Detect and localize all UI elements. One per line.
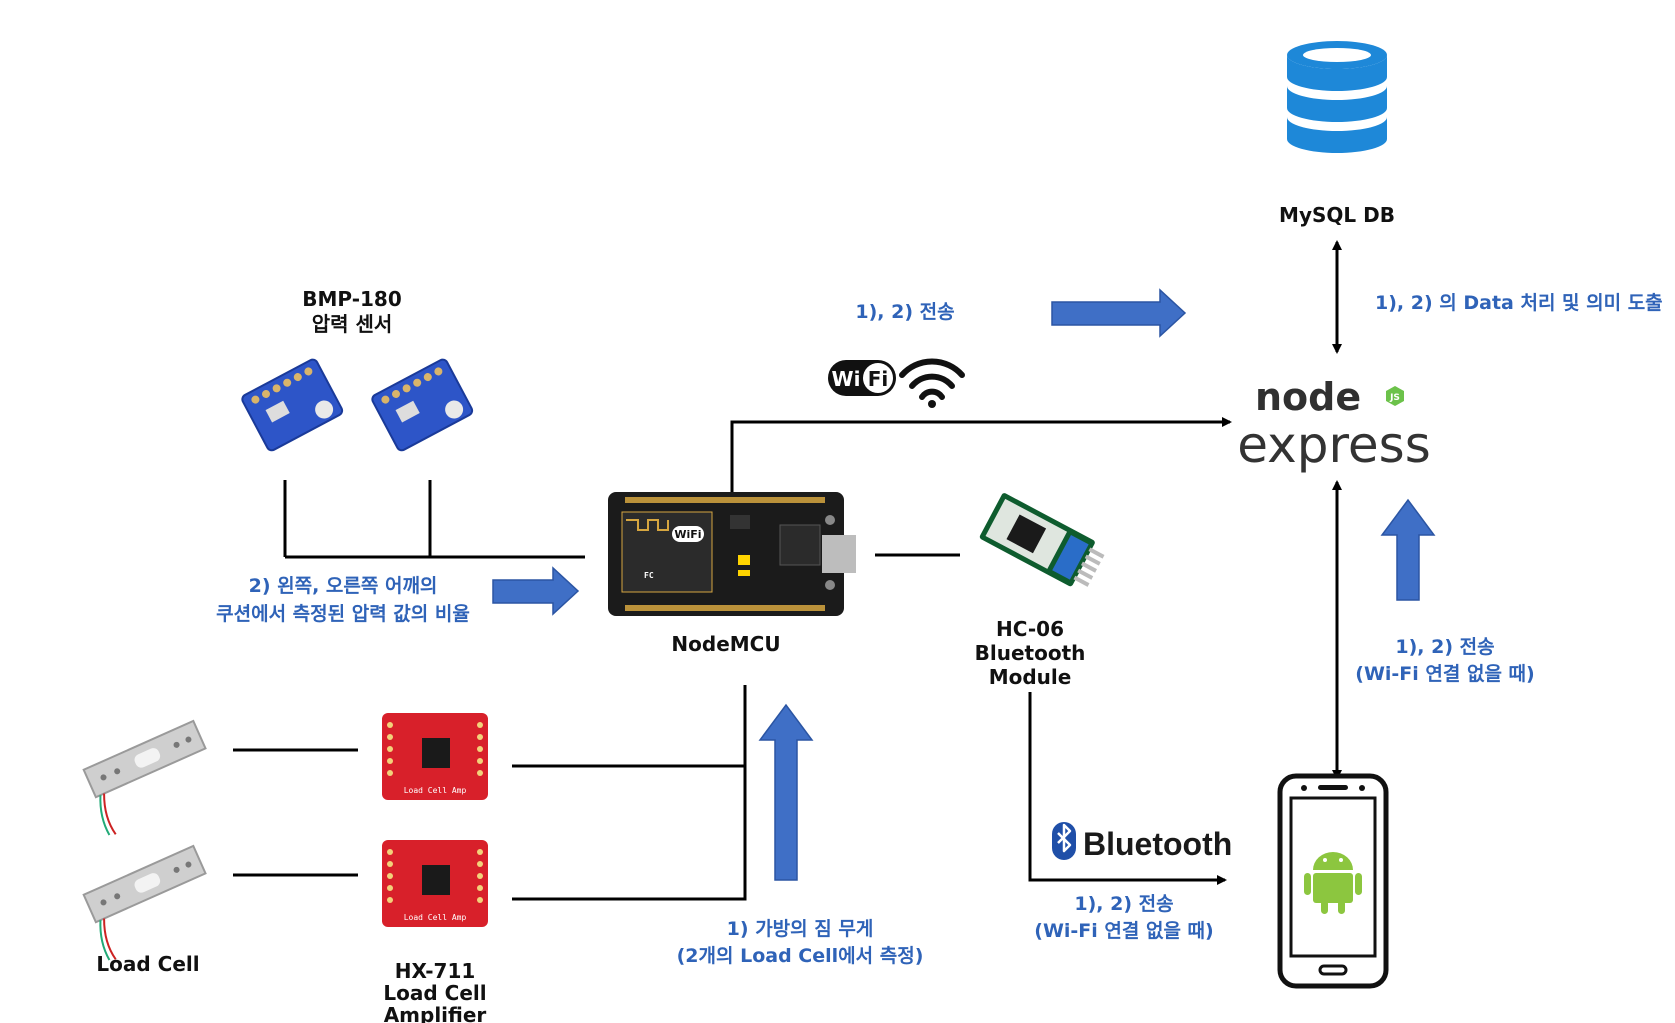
load-cell-label: Load Cell <box>96 952 199 976</box>
bmp-title: BMP-180 <box>302 287 402 311</box>
bt-send-annotation-1: 1), 2) 전송 <box>1074 893 1173 915</box>
hx711-bottom-wire <box>512 766 747 901</box>
wifi-badge-wi: Wi <box>832 367 861 391</box>
hc06-label-3: Module <box>989 665 1072 689</box>
nodemcu-label: NodeMCU <box>671 632 780 656</box>
mysql-label: MySQL DB <box>1279 203 1395 227</box>
weight-data-arrow <box>758 703 814 881</box>
wifi-send-arrow <box>1051 288 1187 338</box>
wifi-badge-icon: Wi Fi <box>828 360 896 396</box>
pressure-data-arrow <box>492 566 580 616</box>
hc06-label-2: Bluetooth <box>975 641 1086 665</box>
hc06-bluetooth-module <box>979 493 1105 587</box>
weight-annotation-1: 1) 가방의 짐 무게 <box>727 918 874 940</box>
db-process-annotation: 1), 2) 의 Data 처리 및 의미 도출 <box>1375 292 1663 314</box>
hx711-label-2: Load Cell <box>383 981 486 1005</box>
wifi-send-annotation: 1), 2) 전송 <box>855 301 954 323</box>
bmp180-sensor-right <box>371 358 474 452</box>
node-logo-text: node <box>1255 375 1361 419</box>
board-wifi-mark: WiFi <box>674 528 701 541</box>
phone-send-annotation-2: (Wi-Fi 연결 없을 때) <box>1355 663 1534 685</box>
hx711-top-wire <box>512 685 747 768</box>
load-cell-top <box>82 719 207 836</box>
hc06-phone-wire <box>1028 692 1227 885</box>
hx711-amp-bottom: Load Cell Amp <box>382 840 488 927</box>
wifi-icon <box>899 358 965 408</box>
bmp-subtitle: 압력 센서 <box>312 312 393 336</box>
phone-to-server-arrow <box>1380 498 1436 601</box>
bluetooth-logo: Bluetooth <box>1052 822 1232 862</box>
bmp180-sensor-left <box>241 358 344 452</box>
weight-annotation-2: (2개의 Load Cell에서 측정) <box>677 945 924 967</box>
database-icon <box>1287 41 1387 153</box>
nodemcu-wifi-wire <box>730 417 1232 495</box>
hx711-label-3: Amplifier <box>384 1003 487 1023</box>
board-fcc-mark: FC <box>644 571 654 580</box>
hc06-label-1: HC-06 <box>996 617 1064 641</box>
node-js-badge: JS <box>1389 393 1400 403</box>
express-logo-text: express <box>1237 416 1431 474</box>
bt-send-annotation-2: (Wi-Fi 연결 없을 때) <box>1034 920 1213 942</box>
hx711-bottom-board-text: Load Cell Amp <box>404 913 467 922</box>
wifi-badge-fi: Fi <box>868 367 889 391</box>
node-hexagon-icon <box>1386 386 1404 406</box>
android-icon <box>1304 852 1362 914</box>
phone-send-annotation-1: 1), 2) 전송 <box>1395 636 1494 658</box>
shoulder-annotation-2: 쿠션에서 측정된 압력 값의 비율 <box>216 603 470 625</box>
android-phone <box>1277 773 1389 989</box>
nodemcu-board: WiFi FC <box>608 492 856 616</box>
bluetooth-logo-text: Bluetooth <box>1083 826 1232 862</box>
hx711-label-1: HX-711 <box>395 959 476 983</box>
hx711-amp-top: Load Cell Amp <box>382 713 488 800</box>
hx711-top-board-text: Load Cell Amp <box>404 786 467 795</box>
load-cell-bottom <box>82 844 207 961</box>
nodejs-express-logo: node JS express <box>1237 375 1431 474</box>
shoulder-annotation-1: 2) 왼쪽, 오른쪽 어깨의 <box>249 575 438 597</box>
